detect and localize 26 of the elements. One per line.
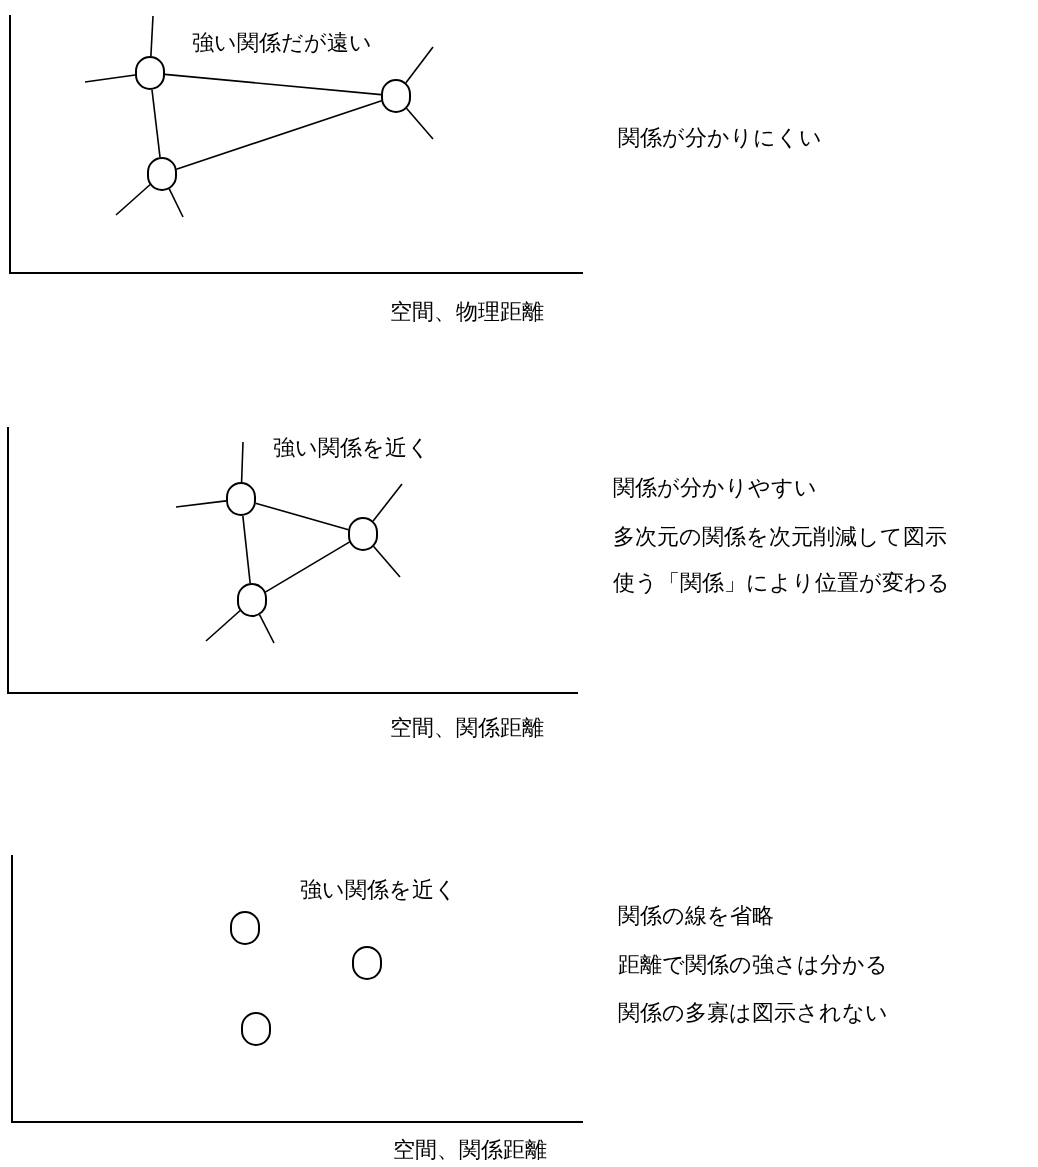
- connector-line: [115, 183, 151, 216]
- connector-line: [405, 107, 434, 140]
- connector-line: [372, 483, 403, 523]
- connector-line: [240, 441, 244, 483]
- connector-line: [372, 545, 401, 578]
- connector-line: [164, 73, 382, 96]
- annotation-text: 空間、関係距離: [390, 717, 544, 739]
- connector-line: [150, 15, 154, 57]
- annotation-text: 強い関係だが遠い: [192, 32, 372, 54]
- annotation-text: 強い関係を近く: [273, 437, 430, 459]
- connector-line: [151, 89, 161, 158]
- annotation-text: 多次元の関係を次元削減して図示: [613, 526, 947, 548]
- connector-line: [242, 515, 251, 584]
- annotation-text: 空間、物理距離: [390, 301, 544, 323]
- annotation-text: 空間、関係距離: [393, 1139, 547, 1161]
- connector-line: [205, 609, 241, 642]
- connector-line: [84, 74, 136, 83]
- annotation-text: 使う「関係」により位置が変わる: [613, 572, 950, 594]
- annotation-text: 距離で関係の強さは分かる: [618, 954, 888, 976]
- annotation-text: 関係の多寡は図示されない: [618, 1002, 888, 1024]
- connector-line: [175, 500, 227, 508]
- annotation-text: 関係の線を省略: [618, 905, 774, 927]
- annotation-text: 関係が分かりやすい: [613, 477, 817, 499]
- connector-line: [404, 46, 434, 84]
- annotation-text: 強い関係を近く: [300, 879, 457, 901]
- annotation-text: 関係が分かりにくい: [618, 127, 822, 149]
